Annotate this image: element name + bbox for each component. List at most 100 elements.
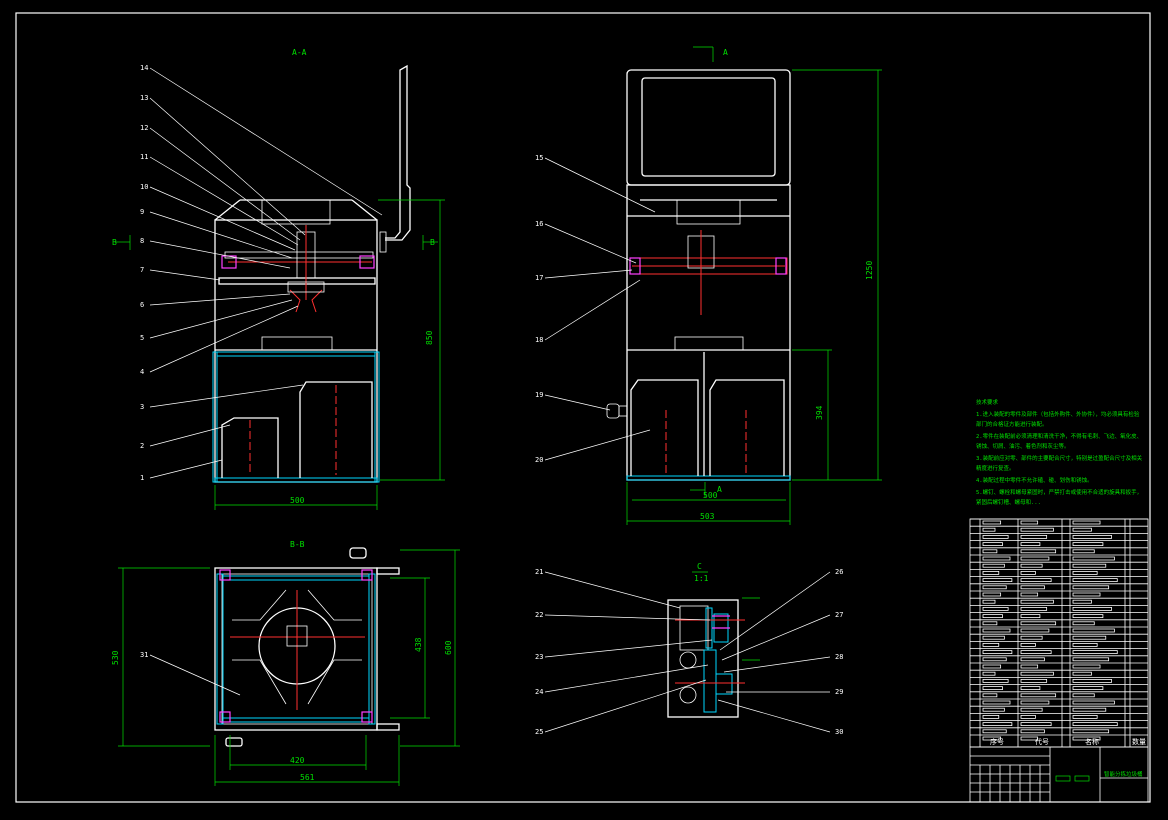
callout-23: 23 — [535, 653, 543, 661]
parts-cell-text — [1020, 643, 1036, 647]
parts-cell-text — [982, 571, 1000, 575]
parts-cell-text — [1020, 729, 1045, 734]
parts-cell-text — [1072, 722, 1118, 726]
dim-bb-inner-height: 438 — [414, 637, 423, 652]
parts-cell-text — [982, 599, 996, 604]
parts-cell-text — [1072, 635, 1107, 640]
parts-header-3: 名称 — [1085, 737, 1099, 746]
callout-2: 2 — [140, 442, 144, 450]
parts-cell-text — [982, 707, 1005, 712]
parts-cell-text — [1020, 621, 1057, 626]
parts-cell-text — [982, 700, 1011, 705]
parts-cell-text — [1072, 599, 1092, 604]
dim-bb-inner-width: 420 — [290, 756, 305, 765]
callout-7: 7 — [140, 266, 144, 274]
callout-4: 4 — [140, 368, 144, 376]
parts-cell-text — [1020, 607, 1048, 611]
callout-10: 10 — [140, 183, 148, 191]
parts-cell-text — [982, 607, 1009, 611]
callout-8: 8 — [140, 237, 144, 245]
parts-header-1: 序号 — [990, 737, 1004, 746]
parts-cell-text — [1020, 542, 1041, 546]
parts-cell-text — [1072, 686, 1104, 690]
parts-cell-text — [1072, 578, 1118, 582]
parts-cell-text — [1020, 650, 1052, 654]
section-bb-view: B-B 530 600 438 420 — [111, 540, 460, 786]
parts-cell-text — [982, 614, 1003, 618]
cut-label-right: B — [430, 238, 435, 247]
parts-cell-text — [982, 585, 1007, 590]
callout-1: 1 — [140, 474, 144, 482]
parts-cell-text — [1020, 686, 1041, 690]
parts-cell-text — [982, 729, 1007, 734]
parts-cell-text — [1020, 592, 1039, 597]
parts-cell-text — [982, 549, 998, 554]
parts-cell-text — [982, 556, 1011, 561]
dim-aa-width: 500 — [290, 496, 305, 505]
parts-cell-text — [1072, 549, 1095, 554]
notes-line-4: 锈蚀、切屑、油污、着色剂和灰尘等。 — [976, 442, 1070, 450]
notes-line-6: 精度进行复查。 — [976, 464, 1015, 472]
cut-label-left: B — [112, 238, 117, 247]
parts-cell-text — [982, 628, 1011, 633]
notes-line-3: 2.零件在装配前必须清理和清洗干净，不得有毛刺、飞边、氧化皮、 — [976, 432, 1142, 440]
parts-cell-text — [1072, 628, 1115, 633]
parts-cell-text — [982, 643, 1000, 647]
callout-5: 5 — [140, 334, 144, 342]
detail-c-title: C — [697, 562, 702, 571]
parts-cell-text — [982, 686, 1003, 690]
callout-12: 12 — [140, 124, 148, 132]
parts-cell-text — [1072, 556, 1115, 561]
parts-cell-text — [1072, 736, 1101, 741]
parts-cell-text — [1020, 614, 1041, 618]
parts-cell-text — [1020, 700, 1050, 705]
callout-31: 31 — [140, 651, 148, 659]
parts-cell-text — [1072, 614, 1104, 618]
drawing-name: 智能分拣垃圾桶 — [1104, 770, 1143, 778]
parts-cell-text — [1020, 628, 1050, 633]
front-view: A 1250 394 500 503 — [535, 46, 882, 525]
parts-cell-text — [1072, 707, 1107, 712]
title-block: 智能分拣垃圾桶 — [969, 746, 1149, 803]
parts-cell-text — [1072, 621, 1095, 626]
callout-11: 11 — [140, 153, 148, 161]
callout-18: 18 — [535, 336, 543, 344]
notes-line-2: 部门的合格证方能进行装配。 — [976, 420, 1048, 428]
front-view-title: A — [723, 48, 728, 57]
parts-cell-text — [1020, 527, 1054, 532]
callout-21: 21 — [535, 568, 543, 576]
parts-cell-text — [1072, 520, 1101, 525]
parts-cell-text — [1020, 549, 1057, 554]
parts-cell-text — [1020, 671, 1054, 676]
callout-9: 9 — [140, 208, 144, 216]
parts-cell-text — [1072, 671, 1092, 676]
parts-cell-text — [1072, 535, 1112, 539]
title-block-grid — [970, 755, 1050, 802]
parts-cell-text — [1072, 585, 1110, 590]
section-bb-title: B-B — [290, 540, 305, 549]
notes-line-1: 1.进入装配的零件及部件（包括外购件、外协件），均必须具有检验 — [976, 410, 1140, 418]
callout-14: 14 — [140, 64, 148, 72]
parts-cell-text — [1020, 635, 1043, 640]
parts-cell-text — [1020, 520, 1039, 525]
parts-cell-text — [982, 592, 1002, 597]
callout-28: 28 — [835, 653, 843, 661]
callout-17: 17 — [535, 274, 543, 282]
parts-cell-text — [982, 621, 998, 626]
parts-cell-text — [982, 578, 1013, 582]
parts-cell-text — [1072, 527, 1092, 532]
parts-list: 序号 代号 名称 数量 — [969, 518, 1149, 748]
section-aa-title: A-A — [292, 48, 307, 57]
parts-cell-text — [982, 722, 1013, 726]
parts-cell-text — [1072, 729, 1110, 734]
parts-cell-text — [982, 736, 1002, 741]
parts-cell-text — [1072, 664, 1101, 669]
callout-24: 24 — [535, 688, 543, 696]
callout-20: 20 — [535, 456, 543, 464]
parts-cell-text — [1020, 715, 1036, 719]
dim-front-outer-width: 503 — [700, 512, 715, 521]
callout-26: 26 — [835, 568, 843, 576]
parts-cell-text — [982, 664, 1002, 669]
callout-13: 13 — [140, 94, 148, 102]
